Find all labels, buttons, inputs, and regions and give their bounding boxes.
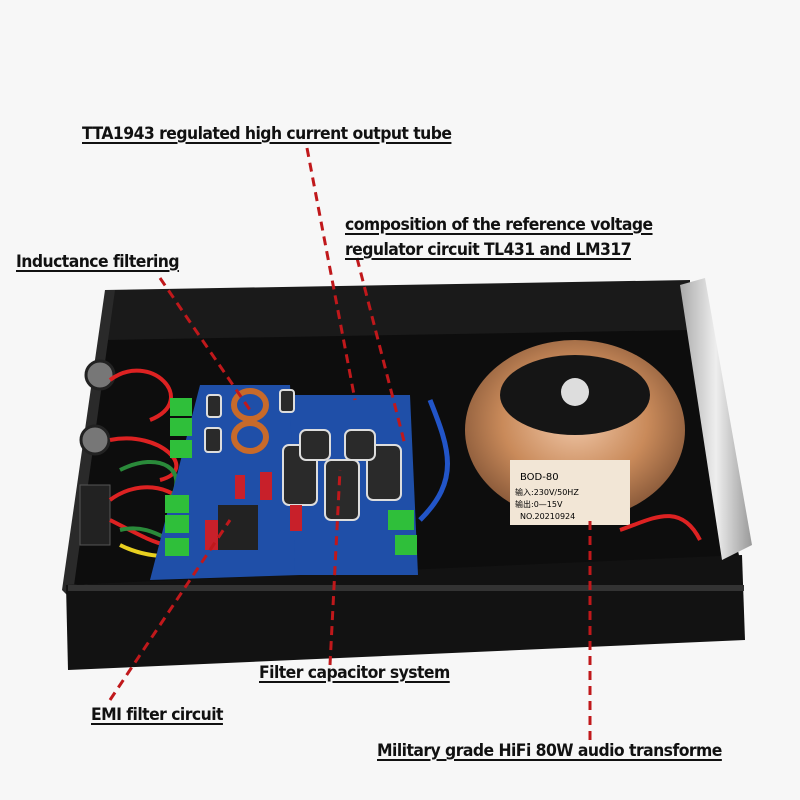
front-panel-edge [68,585,744,591]
terminal-blocks [165,398,417,556]
transformer-bolt [561,378,589,406]
inductor-coil [231,388,269,422]
label-inductance: Inductance filtering [16,252,180,272]
label-filter-capacitor: Filter capacitor system [259,663,450,683]
filter-capacitors [204,389,402,521]
label-output-tube: TTA1943 regulated high current output tu… [82,124,452,144]
common-mode-choke [218,505,258,550]
leader-lines [108,147,592,740]
label-transformer: Military grade HiFi 80W audio transforme [377,741,722,761]
leader-emi [108,519,232,701]
leader-output-tube [305,147,357,401]
blue-twisted-wire [418,399,450,522]
inductor-coil [231,420,269,454]
wires [108,368,192,548]
jack-icon [79,424,111,456]
label-emi: EMI filter circuit [91,705,223,725]
transformer-label-plate [510,460,630,525]
leader-filter-capacitor [328,469,342,666]
red-wires-right [619,514,702,541]
transformer-date: NO.20210924 [520,512,575,521]
front-panel [66,555,745,670]
transformer-output: 输出:0—15V [515,499,563,509]
leader-inductance [158,277,252,411]
leader-reference-voltage [355,257,407,446]
safety-capacitors [205,472,302,550]
right-aluminium-panel [680,278,752,560]
label-reference-voltage-1: composition of the reference voltage [345,215,653,235]
ac-inlet-icon [79,484,111,546]
jack-icon [84,359,116,391]
transformer-model: BOD-80 [520,472,559,483]
label-reference-voltage-2: regulator circuit TL431 and LM317 [345,240,632,260]
transformer-input: 输入:230V/50HZ [515,487,579,497]
